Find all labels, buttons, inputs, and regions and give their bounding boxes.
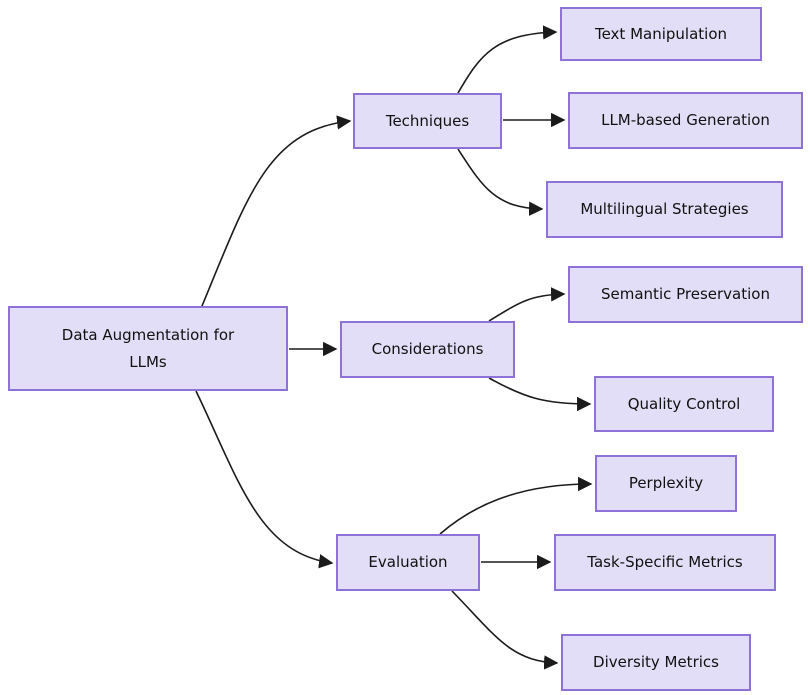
node-techniques: Techniques	[353, 93, 502, 149]
node-root: Data Augmentation for LLMs	[8, 306, 288, 391]
node-semantic-label: Semantic Preservation	[601, 285, 770, 304]
edge-root-techniques	[201, 115, 352, 307]
node-llm-generation-label: LLM-based Generation	[601, 111, 770, 130]
node-multilingual: Multilingual Strategies	[546, 181, 783, 238]
node-semantic: Semantic Preservation	[568, 266, 803, 323]
edge-root-evaluation	[195, 390, 334, 569]
node-diversity: Diversity Metrics	[561, 634, 751, 691]
node-perplexity-label: Perplexity	[628, 474, 704, 493]
node-root-label: Data Augmentation for LLMs	[61, 326, 235, 371]
node-multilingual-label: Multilingual Strategies	[580, 200, 749, 219]
node-text-manipulation: Text Manipulation	[560, 7, 762, 61]
node-diversity-label: Diversity Metrics	[593, 653, 719, 672]
node-quality-label: Quality Control	[627, 394, 741, 413]
node-task-metrics-label: Task-Specific Metrics	[587, 553, 743, 572]
edge-techniques-multilingual	[457, 148, 544, 216]
node-evaluation: Evaluation	[336, 534, 480, 591]
edge-considerations-semantic	[488, 287, 566, 322]
edge-techniques-text-manipulation	[457, 25, 558, 94]
node-techniques-label: Techniques	[385, 111, 470, 130]
node-perplexity: Perplexity	[595, 455, 737, 512]
node-task-metrics: Task-Specific Metrics	[554, 534, 776, 591]
node-text-manipulation-label: Text Manipulation	[594, 24, 728, 43]
edge-evaluation-diversity	[451, 590, 559, 670]
node-evaluation-label: Evaluation	[368, 553, 448, 572]
edge-considerations-quality	[488, 377, 592, 412]
node-considerations-label: Considerations	[371, 340, 484, 359]
edge-evaluation-perplexity	[439, 476, 593, 535]
node-considerations: Considerations	[340, 321, 515, 378]
node-quality: Quality Control	[594, 376, 774, 432]
node-llm-generation: LLM-based Generation	[568, 92, 803, 149]
